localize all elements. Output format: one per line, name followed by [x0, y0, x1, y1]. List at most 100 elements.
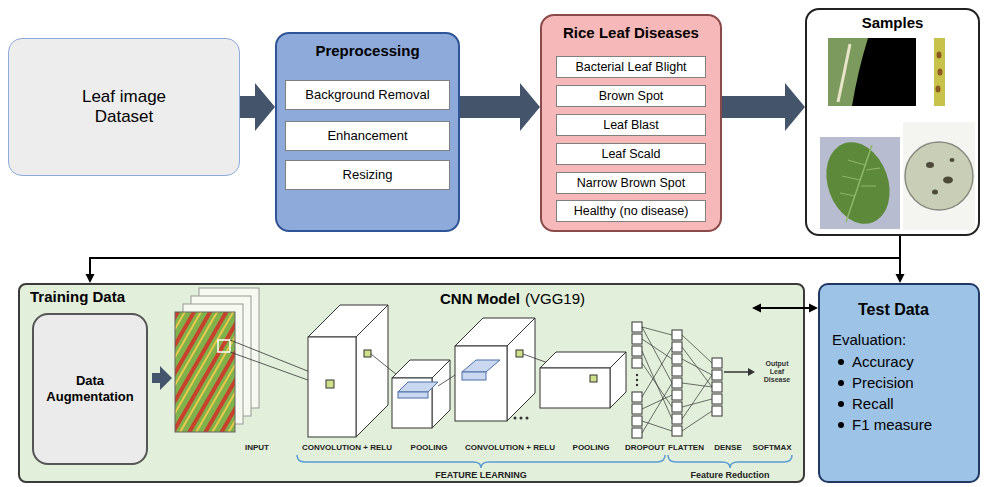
- node-title: Leaf Scald: [561, 147, 701, 162]
- sample-photo: [903, 122, 975, 230]
- block-arrow: [460, 83, 540, 131]
- sample-photo: [905, 142, 973, 210]
- sample-photo: [820, 137, 900, 229]
- augmentation-arrow: [152, 366, 172, 390]
- sample-photo: [838, 44, 850, 102]
- training-panel: Data AugmentationTraining Data: [18, 283, 805, 483]
- node-title: Narrow Brown Spot: [561, 176, 701, 191]
- dense-column: [712, 358, 722, 416]
- output-arrow: [724, 368, 755, 376]
- sample-photo: [932, 190, 938, 195]
- sample-photo: [926, 162, 934, 168]
- dense-column: [712, 406, 722, 416]
- block-arrow: [722, 83, 805, 131]
- input-stack: [230, 340, 330, 388]
- output-label: Output Leaf Disease: [758, 360, 796, 384]
- bullet-dot: [838, 422, 844, 428]
- pool-block: [610, 352, 626, 408]
- step-box: Resizing: [285, 160, 450, 190]
- pool-block: [540, 352, 626, 368]
- layer-label: POOLING: [411, 443, 448, 452]
- node-text: Recall: [852, 395, 894, 413]
- conv-block: [455, 346, 507, 421]
- group-brace: [668, 455, 792, 468]
- dense-column: [712, 394, 722, 404]
- sample-photo: [828, 38, 916, 106]
- dense-column: [712, 358, 722, 368]
- conv-block: [523, 354, 590, 378]
- connector: [896, 236, 905, 283]
- augmentation-arrow: [152, 366, 172, 390]
- output-arrow: [748, 368, 755, 376]
- conv-block: [356, 305, 388, 437]
- pool-block: [392, 378, 432, 428]
- process-box: Data Augmentation: [32, 313, 148, 465]
- sample-photo: [936, 86, 941, 93]
- layer-links: [642, 327, 672, 433]
- conv-block: [462, 360, 500, 372]
- sample-photo: [943, 177, 953, 184]
- flatten-column: [672, 378, 682, 388]
- class-box: Healthy (no disease): [556, 200, 706, 222]
- conv-block: [520, 417, 523, 420]
- layer-label: POOLING: [573, 443, 610, 452]
- node-title: Samples: [811, 14, 974, 32]
- pool-block: [540, 368, 610, 408]
- samples-panel: Samples: [805, 8, 980, 236]
- conv-block: [308, 305, 412, 437]
- sample-photo: [937, 52, 942, 59]
- conv-block: [364, 350, 371, 357]
- layer-label: INPUT: [245, 443, 269, 452]
- bullet-dot: [838, 359, 844, 365]
- dropout-column: [632, 322, 642, 438]
- bullet-dot: [838, 380, 844, 386]
- conv-block: [462, 372, 486, 380]
- dropout-column: [632, 334, 642, 344]
- flatten-column: [672, 426, 682, 436]
- sample-photo: [828, 38, 868, 106]
- group-label: Feature Reduction: [690, 470, 769, 480]
- flatten-column: [672, 330, 682, 340]
- dense-column: [712, 370, 722, 380]
- flatten-column: [672, 330, 682, 436]
- flatten-column: [672, 366, 682, 376]
- conv-block: [371, 354, 412, 387]
- pool-block: [590, 375, 597, 382]
- pool-block: [438, 368, 466, 386]
- test-panel: Test DataEvaluation:AccuracyPrecisionRec…: [818, 283, 980, 483]
- block-arrow: [240, 83, 275, 131]
- model-title: CNN Model: [440, 290, 520, 307]
- input-stack: [175, 312, 235, 432]
- flatten-column: [672, 354, 682, 364]
- input-stack: [199, 288, 259, 408]
- node-title: Leaf Blast: [561, 118, 701, 133]
- arrow-head: [752, 304, 761, 313]
- conv-block: [526, 417, 529, 420]
- sample-photo: [903, 122, 975, 230]
- class-box: Narrow Brown Spot: [556, 172, 706, 194]
- arrow-head: [896, 274, 905, 283]
- node-title: Test Data: [858, 300, 929, 319]
- layer-links: [682, 335, 712, 431]
- dense-column: [712, 382, 722, 392]
- sample-photo: [815, 133, 900, 232]
- step-box: Enhancement: [285, 121, 450, 151]
- dropout-column: [632, 346, 642, 356]
- pool-block: [540, 352, 626, 408]
- sample-photo: [828, 38, 916, 106]
- sample-photo: [840, 160, 880, 196]
- flatten-column: [672, 390, 682, 400]
- conv-block: [514, 417, 517, 420]
- flatten-column: [672, 342, 682, 352]
- dropout-column: [632, 392, 642, 402]
- connector: [86, 236, 901, 283]
- sample-photo: [934, 38, 945, 106]
- input-stack: [183, 304, 243, 424]
- step-box: Background Removal: [285, 80, 450, 110]
- node-text: Evaluation:: [832, 331, 906, 349]
- layer-label: CONVOLUTION + RELU: [302, 443, 392, 452]
- stage-panel: Background RemovalEnhancementResizingPre…: [275, 32, 460, 232]
